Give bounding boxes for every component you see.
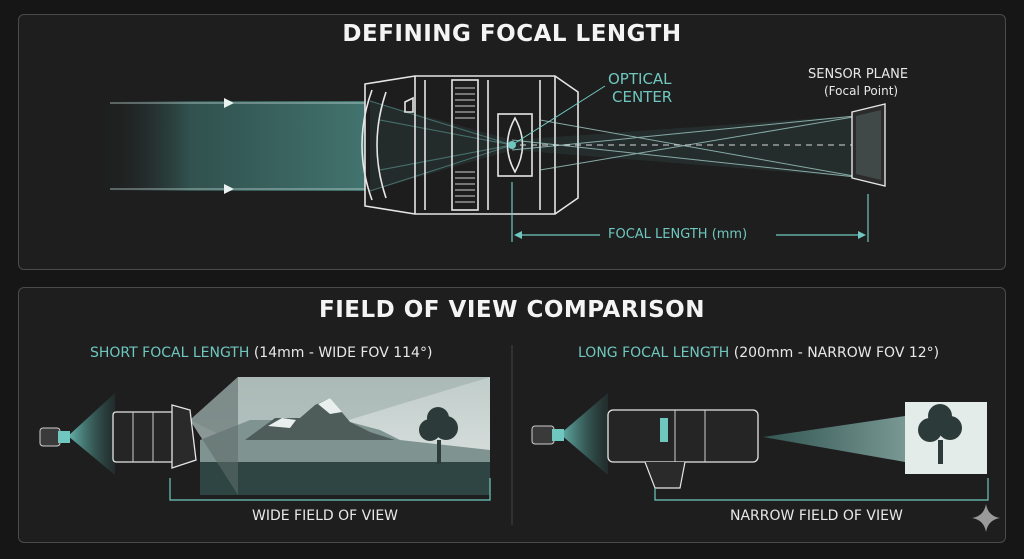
narrow-fov-caption: NARROW FIELD OF VIEW xyxy=(730,508,903,524)
long-camera xyxy=(531,393,759,489)
focal-point-label: (Focal Point) xyxy=(824,84,899,98)
narrow-caption-bracket xyxy=(654,478,989,501)
wide-camera xyxy=(39,393,197,475)
sensor-plane xyxy=(851,103,886,187)
focal-length-label: FOCAL LENGTH (mm) xyxy=(608,227,748,242)
optical-center-pointer xyxy=(511,85,606,146)
wide-scene xyxy=(190,377,490,495)
long-focal-heading-rest: (200mm - NARROW FOV 12°) xyxy=(729,345,940,361)
focal-length-dimension xyxy=(511,182,869,242)
long-focal-heading-accent: LONG FOCAL LENGTH xyxy=(578,345,730,361)
short-focal-heading-rest: (14mm - WIDE FOV 114°) xyxy=(249,345,433,361)
long-focal-heading: LONG FOCAL LENGTH (200mm - NARROW FOV 12… xyxy=(578,345,939,361)
focused-rays xyxy=(511,114,866,179)
short-focal-heading-accent: SHORT FOCAL LENGTH xyxy=(90,345,250,361)
wide-fov-caption: WIDE FIELD OF VIEW xyxy=(252,508,399,524)
optical-center-label-line2: CENTER xyxy=(612,88,673,106)
bottom-panel-title: FIELD OF VIEW COMPARISON xyxy=(319,297,705,323)
sensor-plane-label: SENSOR PLANE xyxy=(808,67,909,82)
lens-barrel xyxy=(361,75,579,215)
wide-caption-bracket xyxy=(169,478,491,501)
narrow-tree-icon xyxy=(918,404,962,464)
top-panel-title: DEFINING FOCAL LENGTH xyxy=(342,21,682,47)
short-focal-heading: SHORT FOCAL LENGTH (14mm - WIDE FOV 114°… xyxy=(90,345,432,361)
optical-center-label-line1: OPTICAL xyxy=(608,70,672,88)
incoming-light-beam xyxy=(95,98,365,194)
sparkle-icon xyxy=(972,504,1000,532)
focus-ring-ridges xyxy=(455,87,475,203)
tree-icon xyxy=(419,407,458,464)
